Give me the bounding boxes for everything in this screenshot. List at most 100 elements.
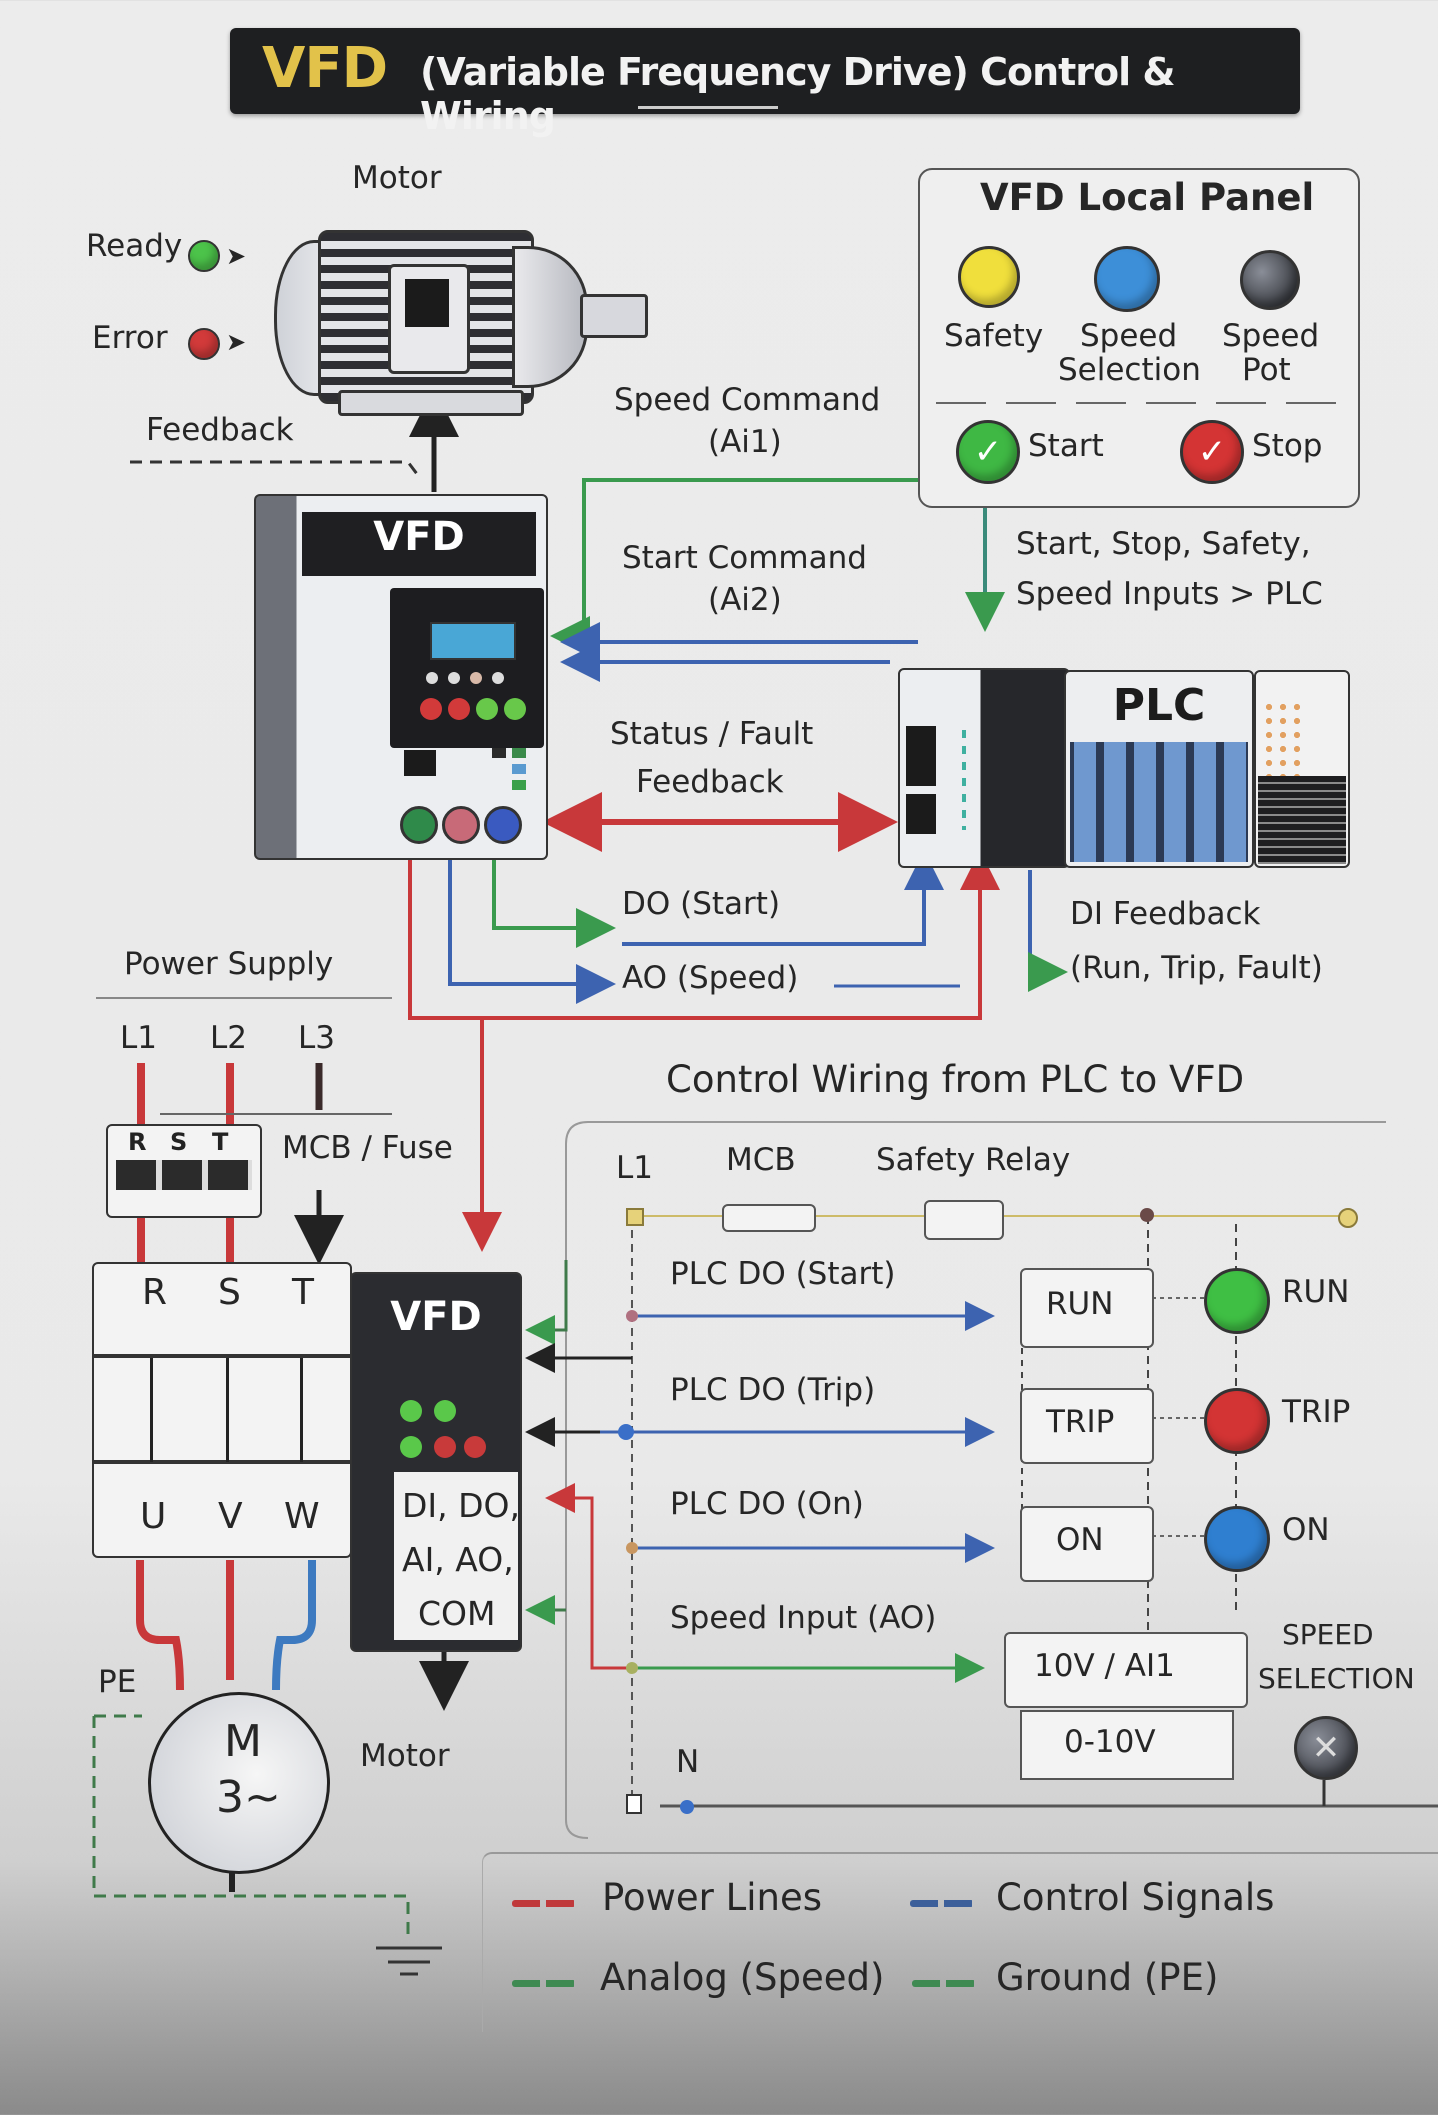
cw-safety-relay-label: Safety Relay: [876, 1142, 1071, 1178]
earth-ground-symbol: [376, 1946, 442, 1976]
ao-speed-wire: [448, 858, 616, 1004]
safety-button[interactable]: [958, 246, 1020, 308]
title-text: (Variable Frequency Drive) Control & Wir…: [420, 50, 1176, 138]
terminal-s: S: [218, 1272, 241, 1313]
panel-divider: [936, 402, 1336, 404]
relay-on-label: ON: [1056, 1522, 1104, 1558]
ctrl-to-vfd-green-top: [525, 1260, 568, 1345]
speed-selection-label-2: SELECTION: [1258, 1662, 1415, 1695]
terminal-u: U: [140, 1496, 167, 1537]
motor-top-label: Motor: [352, 160, 442, 196]
u-output-wire: [136, 1560, 184, 1691]
legend-analog-speed: Analog (Speed): [600, 1956, 885, 1999]
vfd-green-button-2[interactable]: [504, 698, 526, 720]
lamp-trip-label: TRIP: [1282, 1394, 1351, 1430]
inputs-to-plc-label-2: Speed Inputs > PLC: [1016, 576, 1323, 612]
cw-junction-dot: [1140, 1208, 1154, 1222]
lamp-run: [1204, 1268, 1270, 1334]
start-button[interactable]: ✓: [956, 420, 1020, 484]
start-command-sublabel: (Ai2): [708, 582, 782, 618]
lamp-on: [1204, 1506, 1270, 1572]
legend-swatch-analog: [512, 1980, 576, 1987]
speed-pot-knob[interactable]: [1240, 250, 1300, 310]
stop-button[interactable]: ✓: [1180, 420, 1244, 484]
terminal-r: R: [142, 1272, 168, 1313]
control-wiring-title: Control Wiring from PLC to VFD: [666, 1058, 1245, 1101]
ready-label: Ready: [86, 228, 183, 264]
speed-selection-button[interactable]: [1094, 246, 1160, 312]
status-fault-label-2: Feedback: [636, 764, 784, 800]
terminal-v: V: [218, 1496, 243, 1537]
io-label-2: AI, AO,: [402, 1540, 514, 1579]
neutral-terminal: [626, 1794, 642, 1814]
legend: [482, 1852, 1438, 2032]
motor-symbol-phase: 3~: [216, 1772, 281, 1823]
relay-run-label: RUN: [1046, 1286, 1114, 1322]
lamp-to-relay-dash: [1152, 1297, 1212, 1537]
start-command-label: Start Command: [622, 540, 867, 576]
cw-l1-label: L1: [616, 1150, 653, 1186]
plc-label: PLC: [1112, 680, 1206, 731]
vfd-red-button-1[interactable]: [420, 698, 442, 720]
pe-ground-line: [92, 1714, 410, 1940]
cw-l1-terminal: [626, 1208, 644, 1226]
safety-label: Safety: [944, 318, 1044, 354]
legend-ground-pe: Ground (PE): [996, 1956, 1219, 1999]
terminal-t: T: [292, 1272, 314, 1313]
feedback-dashed-line: [130, 460, 422, 479]
mcb-terminal-t: T: [212, 1128, 229, 1156]
speed-terminal-10v-ai1: [1004, 1632, 1248, 1708]
row-start-signal: PLC DO (Start): [670, 1256, 896, 1292]
feedback-label: Feedback: [146, 412, 294, 448]
io-label-3: COM: [418, 1594, 496, 1633]
neutral-dot: [680, 1800, 694, 1814]
speed-selector-switch[interactable]: ✕: [1294, 1716, 1358, 1780]
legend-control-signals: Control Signals: [996, 1876, 1275, 1919]
legend-swatch-control: [910, 1900, 974, 1907]
cw-safety-relay[interactable]: [924, 1200, 1004, 1240]
mcb-fuse-block[interactable]: R S T: [106, 1124, 262, 1218]
vfd-green-terminal: [400, 806, 438, 844]
speed-range-box: [1020, 1710, 1234, 1780]
local-panel-title: VFD Local Panel: [980, 176, 1315, 219]
w-output-wire: [272, 1560, 316, 1691]
drive-terminal-block: [92, 1262, 352, 1558]
motor-bottom-label: Motor: [360, 1738, 450, 1774]
check-icon: ✓: [973, 432, 1003, 472]
start-label: Start: [1028, 428, 1104, 464]
legend-power-lines: Power Lines: [602, 1876, 823, 1919]
vfd-small-label: VFD: [390, 1294, 482, 1340]
relay-run: [1020, 1268, 1154, 1348]
inputs-to-plc-label-1: Start, Stop, Safety,: [1016, 526, 1311, 562]
error-arrow-icon: ➤: [226, 328, 247, 356]
error-label: Error: [92, 320, 168, 356]
motor-symbol: [148, 1692, 330, 1874]
error-indicator-light: [188, 328, 220, 360]
speed-selection-label-1: Speed: [1080, 318, 1178, 354]
neutral-label: N: [676, 1744, 700, 1780]
pe-label: PE: [98, 1664, 137, 1700]
vfd-green-button-1[interactable]: [476, 698, 498, 720]
vfd-display-screen: [430, 622, 516, 660]
terminal-w: W: [284, 1496, 320, 1537]
lamp-trip: [1204, 1388, 1270, 1454]
l1-label: L1: [120, 1020, 157, 1056]
row-trip-signal: PLC DO (Trip): [670, 1372, 876, 1408]
vfd-red-button-2[interactable]: [448, 698, 470, 720]
plc-io-rack: PLC: [1064, 670, 1254, 868]
speed-input-dot: [626, 1662, 638, 1674]
ready-arrow-icon: ➤: [226, 242, 247, 270]
l2-label: L2: [210, 1020, 247, 1056]
vfd-main-label: VFD: [373, 514, 465, 560]
selector-cross-icon: ✕: [1311, 1728, 1341, 1768]
lamp-run-label: RUN: [1282, 1274, 1350, 1310]
row-trip-dot: [618, 1424, 634, 1440]
relay-trip: [1020, 1388, 1154, 1464]
status-fault-label-1: Status / Fault: [610, 716, 814, 752]
lamp-on-label: ON: [1282, 1512, 1330, 1548]
motor-symbol-m: M: [224, 1716, 262, 1767]
cw-mcb-switch[interactable]: [722, 1204, 816, 1232]
do-start-label: DO (Start): [622, 886, 781, 922]
plc-cpu-module: [898, 668, 1070, 868]
